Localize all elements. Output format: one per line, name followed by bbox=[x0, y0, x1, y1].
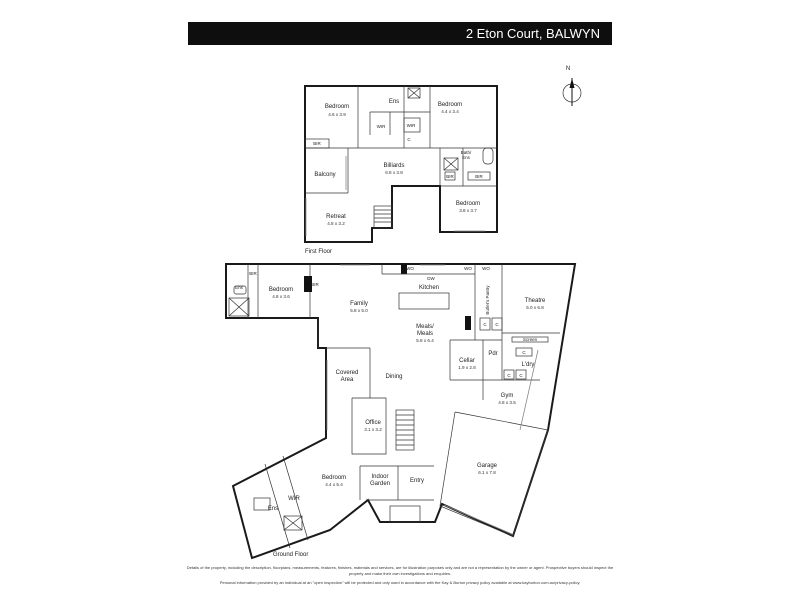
room-ensuite-name: Ens bbox=[389, 99, 399, 105]
room-wir-1-name: WIR bbox=[377, 124, 386, 129]
room-wir-2-name: WIR bbox=[407, 123, 416, 128]
room-butlers-pantry-name: Butler's Pantry bbox=[485, 285, 490, 315]
room-office-name: Office bbox=[365, 420, 381, 426]
room-c-1-name: C bbox=[407, 137, 411, 142]
first-floor-stairs bbox=[373, 205, 393, 229]
room-indoor-garden-name: Indoor bbox=[371, 474, 388, 480]
room-bath-name: Bath/ bbox=[461, 150, 472, 155]
room-bir-3-name: BIR bbox=[475, 174, 483, 179]
first-floor-plan: Bedroom 4.6 x 3.9 Ens Bedroom 4.4 x 3.4 … bbox=[304, 85, 498, 255]
compass-north-label: N bbox=[566, 66, 570, 72]
room-balcony-name: Balcony bbox=[314, 172, 335, 178]
room-pdr-name: Pdr bbox=[488, 351, 497, 357]
room-dining-name: Dining bbox=[385, 374, 402, 380]
north-arrow-icon: N bbox=[562, 66, 582, 106]
room-bath-name-2: Ens bbox=[462, 155, 471, 160]
room-bedroom-1-dims: 4.6 x 3.9 bbox=[328, 112, 346, 117]
disclaimer-line-1: Details of the property, including the d… bbox=[186, 565, 614, 570]
room-cellar-name: Cellar bbox=[459, 358, 475, 364]
room-bedroom-1-name: Bedroom bbox=[325, 104, 349, 110]
ground-floor-plan: Ens BIR Bedroom 4.8 x 3.6 BIR WO WO WO D… bbox=[225, 263, 577, 560]
cupboard-c-b: C bbox=[495, 322, 499, 327]
cupboard-c-e: C bbox=[519, 373, 523, 378]
room-bedroom-3-name: Bedroom bbox=[456, 201, 480, 207]
theatre-screen-label: Screen bbox=[523, 337, 538, 342]
room-bir-2-name: BIR bbox=[446, 174, 454, 179]
room-billiards-name: Billiards bbox=[383, 163, 404, 169]
room-retreat-name: Retreat bbox=[326, 214, 346, 220]
room-gym-name: Gym bbox=[501, 393, 514, 399]
room-meals-name: Meals/ bbox=[416, 324, 434, 330]
appliance-wo-2-name: WO bbox=[464, 266, 472, 271]
first-floor-label: First Floor bbox=[305, 249, 332, 255]
room-family-dims: 5.8 x 5.0 bbox=[350, 308, 368, 313]
room-covered-area-name-2: Area bbox=[341, 377, 354, 383]
room-bedroom-2-name: Bedroom bbox=[438, 102, 462, 108]
room-meals-dims: 5.8 x 6.4 bbox=[416, 338, 434, 343]
disclaimer-line-2: property and make their own investigatio… bbox=[348, 571, 452, 576]
appliance-wo-3-name: WO bbox=[482, 266, 490, 271]
room-covered-area-name: Covered bbox=[336, 370, 359, 376]
room-indoor-garden-name-2: Garden bbox=[370, 481, 390, 487]
cupboard-c-d: C bbox=[507, 373, 511, 378]
header-bar: 2 Eton Court, BALWYN bbox=[188, 22, 612, 45]
room-laundry-name: L'dry bbox=[522, 362, 535, 368]
room-family-name: Family bbox=[350, 301, 368, 307]
ground-floor-stairs bbox=[395, 409, 415, 451]
room-bir-gf-name: BIR bbox=[249, 271, 257, 276]
room-retreat-dims: 4.8 x 3.2 bbox=[327, 221, 345, 226]
room-bir-vertical-name: BIR bbox=[311, 282, 319, 287]
room-garage-dims: 6.1 x 7.8 bbox=[478, 470, 496, 475]
room-bir-1-name: BIR bbox=[313, 141, 321, 146]
room-ens-gf-name: Ens bbox=[235, 285, 244, 290]
room-entry-name: Entry bbox=[410, 478, 424, 484]
room-bedroom-gf-2-dims: 4.4 x 5.4 bbox=[325, 482, 343, 487]
room-bedroom-2-dims: 4.4 x 3.4 bbox=[441, 109, 459, 114]
room-theatre-dims: 5.0 x 6.8 bbox=[526, 305, 544, 310]
room-garage-name: Garage bbox=[477, 463, 498, 469]
room-bedroom-gf-dims: 4.8 x 3.6 bbox=[272, 294, 290, 299]
room-bedroom-gf-2-name: Bedroom bbox=[322, 475, 346, 481]
room-theatre-name: Theatre bbox=[525, 298, 546, 304]
room-ens-gf-2-name: Ens bbox=[268, 506, 278, 512]
ground-floor-label: Ground Floor bbox=[273, 552, 308, 558]
disclaimer-line-3: Personal information provided by an indi… bbox=[219, 580, 581, 585]
room-kitchen-name: Kitchen bbox=[419, 285, 439, 291]
room-wir-gf-name: WIR bbox=[288, 496, 300, 502]
room-gym-dims: 4.8 x 3.5 bbox=[498, 400, 516, 405]
room-meals-name-2: Meals bbox=[417, 331, 433, 337]
appliance-dw-name: DW bbox=[427, 276, 435, 281]
cupboard-c-a: C bbox=[483, 322, 487, 327]
cupboard-c-c: C bbox=[522, 350, 526, 355]
room-billiards-dims: 6.8 x 3.8 bbox=[385, 170, 403, 175]
room-bedroom-gf-name: Bedroom bbox=[269, 287, 293, 293]
property-address: 2 Eton Court, BALWYN bbox=[465, 26, 600, 41]
room-cellar-dims: 1.9 x 2.8 bbox=[458, 365, 476, 370]
appliance-wo-1-name: WO bbox=[406, 266, 414, 271]
room-bedroom-3-dims: 3.8 x 3.7 bbox=[459, 208, 477, 213]
room-office-dims: 3.1 x 3.2 bbox=[364, 427, 382, 432]
